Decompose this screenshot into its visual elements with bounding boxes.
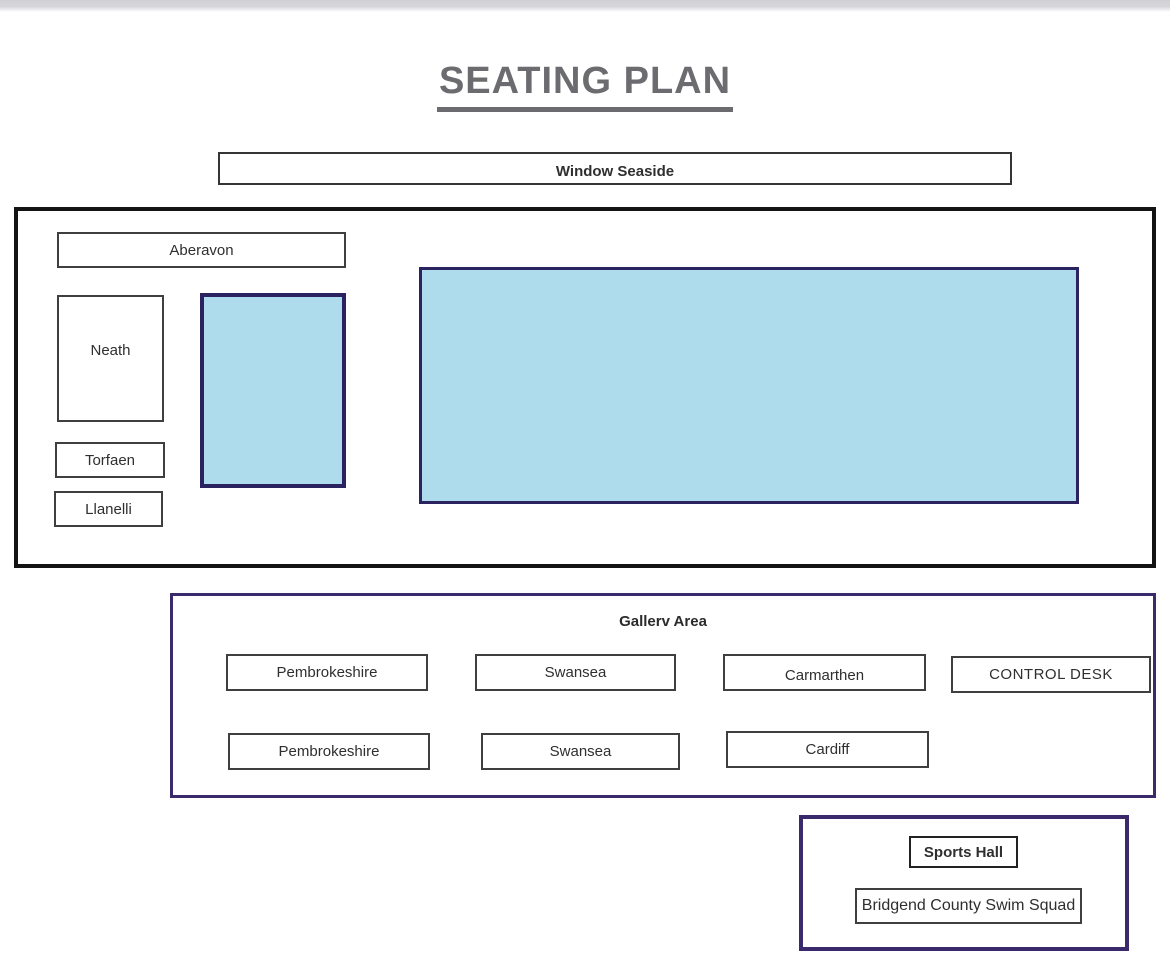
seat-block-neath: Neath bbox=[57, 295, 164, 422]
sports-hall-title: Sports Hall bbox=[909, 836, 1018, 868]
seat-block-torfaen: Torfaen bbox=[55, 442, 165, 478]
gallery-row2-pembrokeshire: Pembrokeshire bbox=[228, 733, 430, 770]
seat-block-aberavon: Aberavon bbox=[57, 232, 346, 268]
pool-hall-container: Aberavon Neath Torfaen Llanelli bbox=[14, 207, 1156, 568]
gallery-area-title: Gallerv Area bbox=[619, 613, 707, 630]
top-scroll-track[interactable] bbox=[0, 0, 1170, 12]
sports-hall-container: Sports Hall Bridgend County Swim Squad bbox=[799, 815, 1129, 951]
main-pool bbox=[419, 267, 1079, 504]
gallery-row2-cardiff: Cardiff bbox=[726, 731, 929, 768]
sports-hall-occupant: Bridgend County Swim Squad bbox=[855, 888, 1082, 924]
seat-block-llanelli: Llanelli bbox=[54, 491, 163, 527]
window-seaside-label: Window Seaside bbox=[555, 163, 675, 180]
gallery-row1-pembrokeshire: Pembrokeshire bbox=[226, 654, 428, 691]
gallery-row1-swansea: Swansea bbox=[475, 654, 676, 691]
gallery-row2-swansea: Swansea bbox=[481, 733, 680, 770]
small-pool bbox=[200, 293, 346, 488]
gallery-row1-control-desk: CONTROL DESK bbox=[951, 656, 1151, 693]
page-title: SEATING PLAN bbox=[0, 60, 1170, 112]
gallery-row1-carmarthen: Carmarthen bbox=[723, 654, 926, 691]
page-title-text: SEATING PLAN bbox=[436, 60, 734, 112]
gallery-area-container: Gallerv Area Pembrokeshire Swansea Carma… bbox=[170, 593, 1156, 798]
window-seaside-zone: Window Seaside bbox=[218, 152, 1012, 185]
